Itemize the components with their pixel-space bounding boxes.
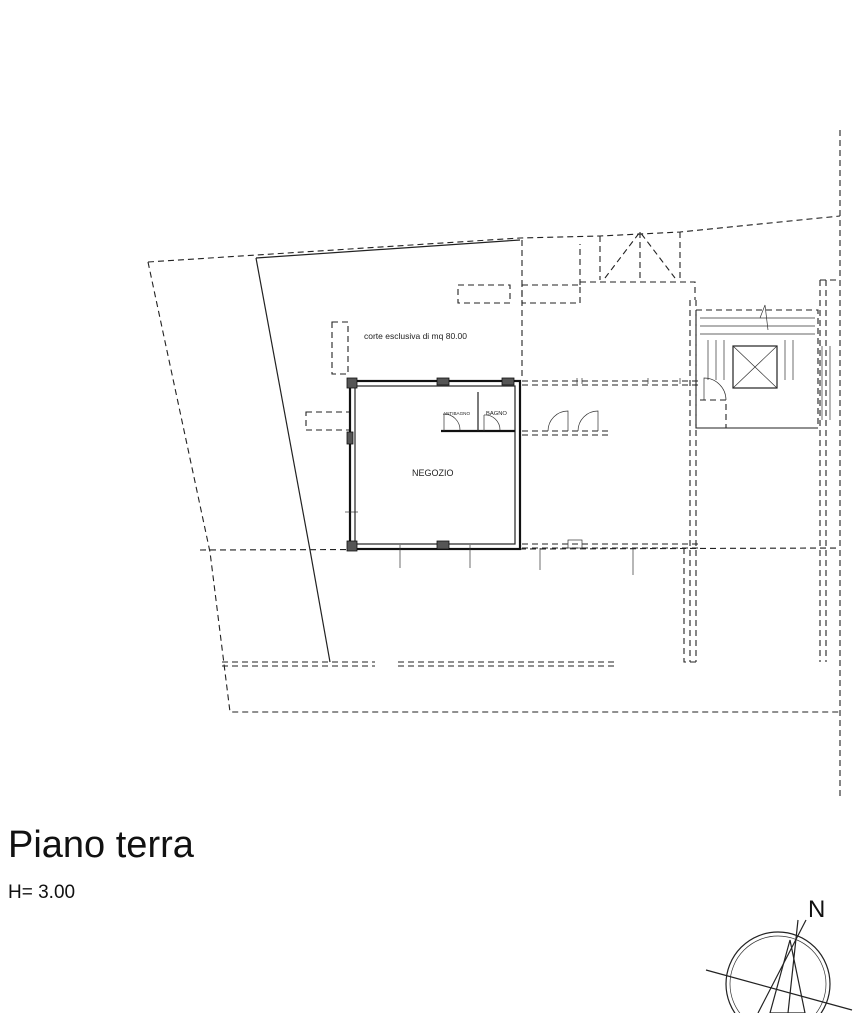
north-arrow-icon	[705, 919, 853, 1013]
bagno-label: BAGNO	[486, 411, 507, 417]
lot-outline	[147, 130, 841, 800]
stair-core	[695, 279, 840, 662]
bathroom-partitions	[441, 392, 515, 433]
court-boundary	[255, 239, 521, 663]
antibagno-label: ANTIBAGNO	[443, 411, 470, 416]
court-label: corte esclusiva di mq 80.00	[364, 331, 467, 341]
page-title: Piano terra	[8, 824, 194, 866]
north-label: N	[808, 896, 826, 923]
entrance-gate	[599, 231, 681, 280]
adjacent-units	[522, 300, 700, 663]
height-label: H= 3.00	[8, 882, 76, 903]
shop-walls	[345, 377, 522, 568]
shop-label: NEGOZIO	[412, 468, 454, 478]
